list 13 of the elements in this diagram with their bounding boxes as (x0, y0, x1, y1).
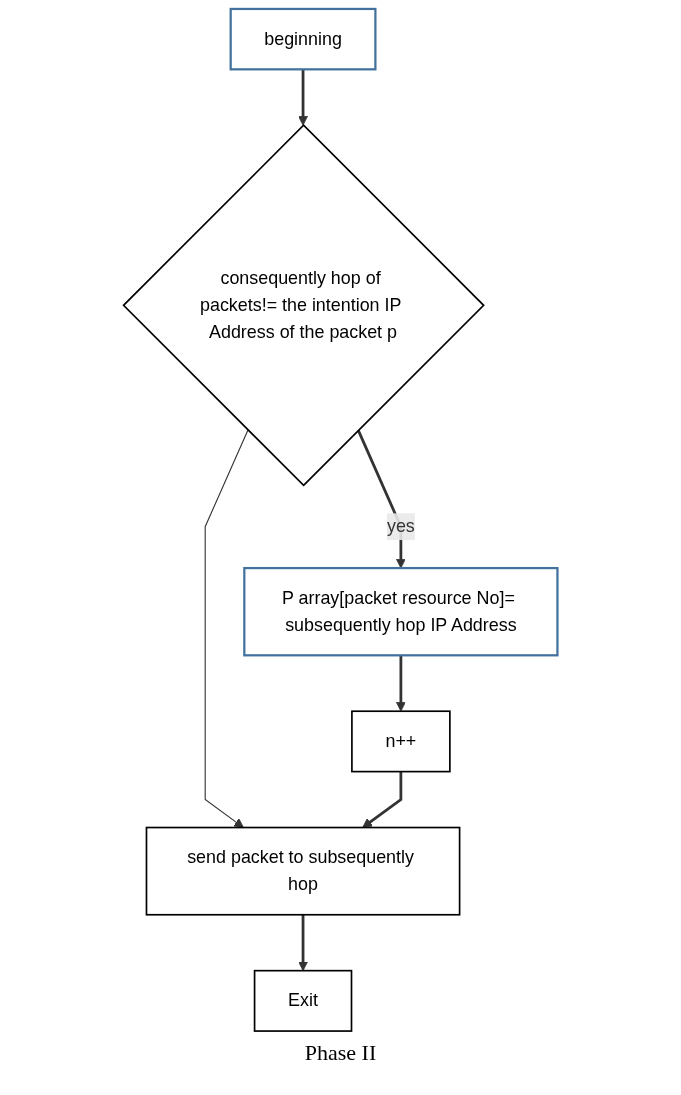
edge-label: yes (386, 516, 415, 536)
arrow (395, 655, 406, 712)
node-box: P array[packet resource No]= subsequently hop IP Address (243, 566, 559, 657)
node-box: beginning (229, 7, 377, 71)
caption: Phase II (303, 1040, 378, 1066)
node-box: send packet to subsequently hop (145, 826, 461, 916)
node-diamond: consequently hop of packets!= the intention IP Address of the packet p (122, 124, 485, 487)
node-box: Exit (253, 969, 353, 1032)
arrow (298, 69, 308, 126)
arrow (204, 429, 249, 828)
arrow (362, 771, 403, 828)
arrow (298, 914, 308, 972)
node-box: n++ (351, 710, 451, 773)
